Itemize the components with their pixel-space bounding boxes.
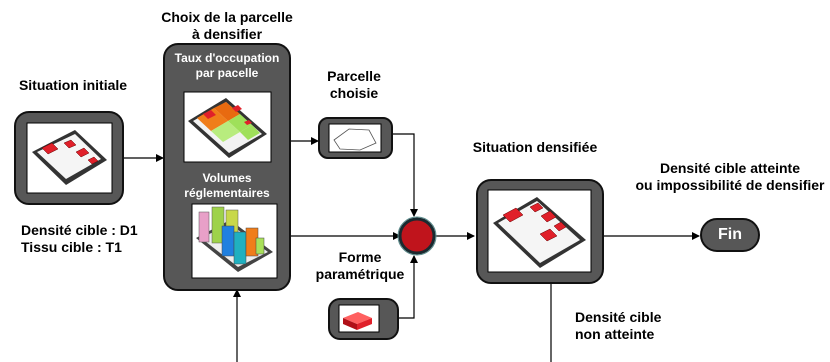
parcel-outline-icon (333, 128, 377, 151)
label-densite-non-atteinte: Densité cible non atteinte (575, 309, 661, 343)
label-atteinte-line1: Densité cible atteinte (659, 160, 801, 176)
volumes-3d-icon (196, 206, 273, 272)
label-taux-line2: par pacelle (195, 66, 259, 80)
label-densite-atteinte: Densité cible atteinte ou impossibilité … (630, 160, 830, 194)
label-volumes-line1: Volumes (202, 171, 252, 185)
parcelle-choisie-box (318, 117, 393, 159)
label-forme-parametrique: Forme paramétrique (300, 249, 420, 283)
label-taux-occupation: Taux d'occupation par pacelle (166, 51, 288, 81)
label-forme-line2: paramétrique (315, 266, 405, 282)
situation-initiale-box (14, 111, 124, 205)
label-fin: Fin (718, 226, 742, 243)
label-densite-cible: Densité cible : D1 (21, 222, 138, 238)
situation-densifiee-box (476, 179, 604, 284)
label-forme-line1: Forme (338, 249, 382, 265)
label-choix-line1: Choix de la parcelle (161, 9, 293, 25)
densified-city-icon (493, 197, 586, 268)
label-choix-parcelle: Choix de la parcelle à densifier (146, 9, 308, 43)
label-non-line2: non atteinte (575, 326, 655, 342)
forme-parametrique-box (328, 298, 399, 340)
label-atteinte-line2: ou impossibilité de densifier (635, 177, 825, 193)
label-parcelle-line1: Parcelle (327, 68, 381, 84)
label-choix-line2: à densifier (191, 26, 263, 42)
label-situation-initiale: Situation initiale (18, 77, 128, 93)
choix-parcelle-box (163, 43, 291, 291)
label-volumes-line2: réglementaires (184, 186, 270, 200)
connectors (123, 133, 700, 362)
city-block-icon (32, 130, 107, 185)
building-block-icon (343, 312, 372, 330)
label-parcelle-line2: choisie (329, 85, 379, 101)
arrow-parcelle-to-junction (392, 133, 418, 217)
label-parcelle-choisie: Parcelle choisie (304, 68, 404, 102)
junction-node (397, 216, 437, 256)
occupation-map-icon (188, 98, 267, 158)
fin-terminal (700, 218, 760, 252)
arrow-forme-to-junction (398, 255, 418, 319)
label-volumes-reglementaires: Volumes réglementaires (166, 171, 288, 201)
label-tissu-cible: Tissu cible : T1 (21, 239, 122, 255)
label-taux-line1: Taux d'occupation (174, 51, 280, 65)
label-situation-densifiee: Situation densifiée (472, 139, 598, 155)
label-non-line1: Densité cible (575, 309, 662, 325)
